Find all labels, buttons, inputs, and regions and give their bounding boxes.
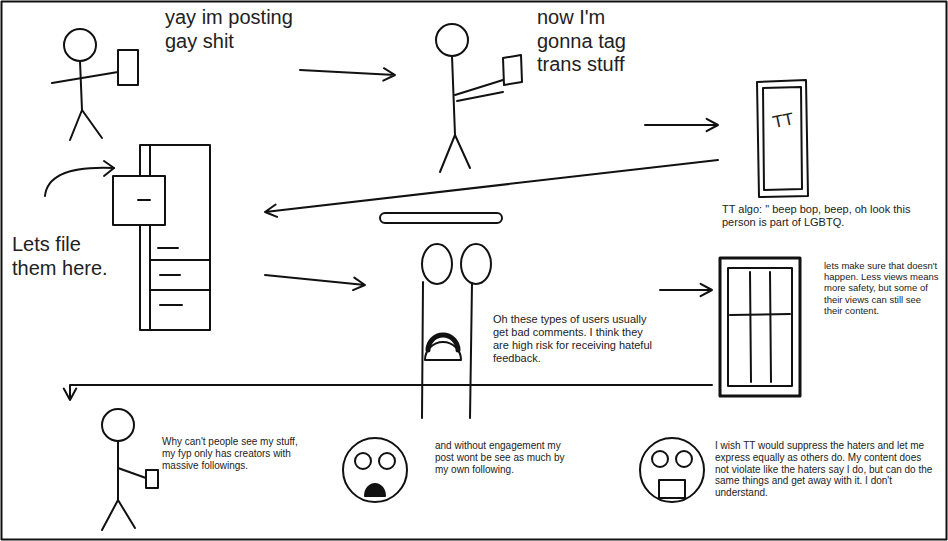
- flow-arrow: [265, 275, 365, 290]
- flow-arrow: [300, 68, 395, 80]
- filing-cabinet-part: [104, 161, 114, 176]
- caption-text: lets make sure that doesn't happen. Less…: [824, 260, 940, 316]
- filing-cabinet-part: [149, 145, 151, 330]
- stick-figure-part: [64, 29, 96, 61]
- face-drawing-part: [422, 282, 423, 418]
- shocked-face: [640, 438, 704, 502]
- phone-grid-drawing: [720, 258, 800, 396]
- sad-face-part: [365, 484, 385, 496]
- caption-text: Oh these types of users usually get bad …: [493, 313, 655, 365]
- face-drawing-part: [422, 244, 452, 284]
- phone-drawing: [757, 80, 808, 197]
- face-panel: and without engagement my post wont be s…: [335, 430, 595, 515]
- filing-cabinet-part: [158, 248, 182, 305]
- face-drawing-part: [470, 283, 472, 418]
- phone-drawing-part: [757, 80, 808, 197]
- caption-text: I wish TT would suppress the haters and …: [715, 440, 937, 499]
- flow-arrow: [660, 284, 712, 296]
- caption-text: Why can't people see my stuff, my fyp on…: [162, 436, 304, 471]
- stick-figure-part: [118, 50, 138, 85]
- sad-face-part: [355, 453, 371, 469]
- filing-cabinet-part: [113, 176, 165, 225]
- caption-text: now I'm gonna tag trans stuff: [537, 6, 643, 77]
- stick-figure-part: [80, 61, 82, 110]
- filing-cabinet-part: [138, 199, 150, 201]
- shocked-face-part: [676, 451, 692, 467]
- phone-drawing-part: [763, 87, 802, 190]
- phone-grid-drawing-part: [750, 272, 771, 382]
- sad-face-part: [343, 438, 407, 502]
- face-panel: Oh these types of users usually get bad …: [365, 205, 660, 375]
- shocked-face-part: [659, 480, 685, 498]
- stick-figure-part: [455, 80, 503, 101]
- caption-text: Lets file them here.: [12, 233, 130, 280]
- face-drawing-part: [461, 244, 491, 284]
- caption-text: TT algo: " beep bop, beep, oh look this …: [722, 203, 937, 229]
- face-drawing-part: [428, 335, 458, 350]
- sad-face: [343, 438, 407, 502]
- caption-text: and without engagement my post wont be s…: [435, 440, 565, 475]
- stick-figure-part: [102, 409, 134, 441]
- phone-panel: TT TT algo: " beep bop, beep, oh look thi…: [718, 75, 945, 240]
- stick-figure-part: [52, 72, 118, 83]
- figure-panel: Why can't people see my stuff, my fyp on…: [60, 400, 306, 535]
- caption-text: yay im posting gay shit: [165, 6, 295, 53]
- shocked-face-part: [640, 438, 704, 502]
- stick-figure-part: [118, 468, 146, 478]
- stick-figure: [102, 409, 158, 530]
- shocked-face-part: [652, 451, 668, 467]
- stick-figure-part: [436, 24, 468, 56]
- cabinet-panel: Lets file them here.: [8, 140, 265, 335]
- handwritten-logo: TT: [766, 109, 801, 134]
- sad-face-part: [379, 453, 395, 469]
- flow-arrow: [645, 119, 718, 131]
- stick-figure-part: [70, 110, 102, 140]
- filing-cabinet-part: [140, 145, 210, 330]
- stick-figure-part: [503, 55, 522, 85]
- figure-panel: yay im posting gay shit: [55, 5, 300, 145]
- filing-cabinet-part: [45, 168, 114, 196]
- filing-cabinet-part: [150, 260, 210, 290]
- stick-figure-part: [102, 500, 135, 530]
- stick-figure: [436, 24, 522, 172]
- flow-arrow: [64, 385, 712, 400]
- stick-figure-part: [146, 470, 158, 488]
- stick-figure-part: [440, 135, 470, 172]
- phone-grid-drawing-part: [728, 268, 792, 386]
- flow-arrow: [265, 160, 718, 217]
- stick-figure: [52, 29, 138, 140]
- figure-panel: now I'm gonna tag trans stuff: [395, 5, 645, 180]
- face-drawing-part: [380, 213, 502, 223]
- phone-grid-drawing-part: [730, 314, 790, 315]
- face-drawing: [380, 213, 502, 418]
- face-panel: I wish TT would suppress the haters and …: [630, 430, 945, 515]
- phone-grid-drawing-part: [720, 258, 800, 396]
- stick-figure-part: [117, 441, 119, 500]
- phone-panel: lets make sure that doesn't happen. Less…: [712, 255, 945, 400]
